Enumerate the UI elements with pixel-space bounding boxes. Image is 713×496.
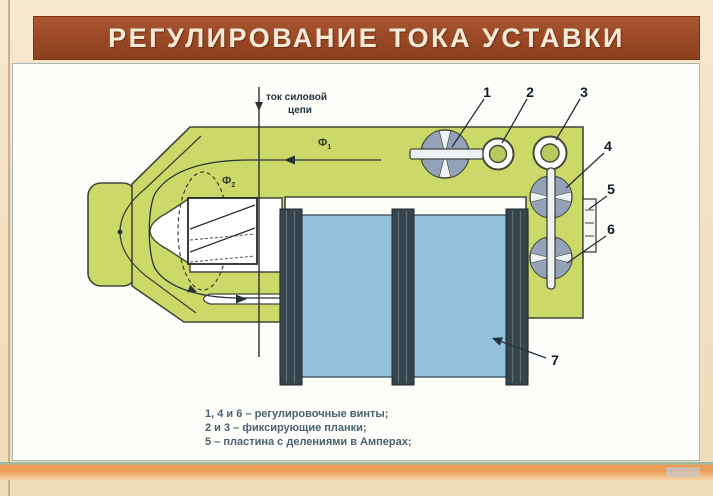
bottom-accent-strip [0, 462, 713, 480]
coil-band-middle [391, 208, 415, 386]
flux-label-phi2: Ф2 [222, 175, 235, 189]
flux-turn-dot [117, 229, 123, 235]
flux-label-phi1: Ф1 [318, 137, 331, 151]
flux-arrow-left-icon [284, 155, 295, 165]
core-yoke-body [131, 126, 584, 323]
screw-1-shaft [409, 148, 484, 160]
leader-2 [501, 98, 528, 144]
leader-6 [566, 235, 607, 264]
watermark-smudge [666, 467, 700, 477]
page-left-rule [8, 0, 10, 496]
wire-label-line2: цепи [288, 105, 312, 116]
leader-5 [588, 195, 608, 210]
title-bar: РЕГУЛИРОВАНИЕ ТОКА УСТАВКИ [33, 16, 700, 60]
leader-4 [565, 152, 605, 189]
page-title: РЕГУЛИРОВАНИЕ ТОКА УСТАВКИ [108, 22, 625, 53]
flux-arrow-turn-icon [187, 284, 197, 293]
callout-1: 1 [483, 84, 491, 100]
winding-dashed-lines [189, 233, 256, 263]
leader-1 [451, 98, 485, 148]
callout-2: 2 [526, 84, 534, 100]
callout-5: 5 [607, 181, 615, 197]
leader-7-arrow-icon [492, 337, 503, 346]
core-left-end-cap [87, 182, 137, 287]
coil-band-right [505, 208, 529, 386]
coil-band-left [279, 208, 303, 386]
callout-7: 7 [551, 352, 559, 368]
flux-path-line [148, 159, 381, 299]
callout-6: 6 [607, 221, 615, 237]
fixing-ring-3 [532, 135, 568, 171]
flux-arrow-right-icon [236, 294, 247, 304]
callout-leaders [451, 98, 608, 359]
wire-label-line1: ток силовой [266, 92, 327, 103]
winding-zigzag-lines [189, 204, 256, 253]
screw-stem-plate [546, 167, 556, 290]
legend-line-1: 1, 4 и 6 – регулировочные винты; [205, 408, 388, 420]
callout-4: 4 [604, 138, 612, 154]
leader-3 [555, 98, 581, 141]
leader-7 [496, 339, 547, 359]
legend-line-2: 2 и 3 – фиксирующие планки; [205, 422, 367, 434]
callout-3: 3 [580, 84, 588, 100]
wire-down-arrow-icon [255, 102, 263, 111]
fixing-ring-2 [481, 137, 515, 171]
legend-line-3: 5 – пластина с делениями в Амперах; [205, 436, 411, 448]
ampere-scale-plate [582, 198, 597, 253]
